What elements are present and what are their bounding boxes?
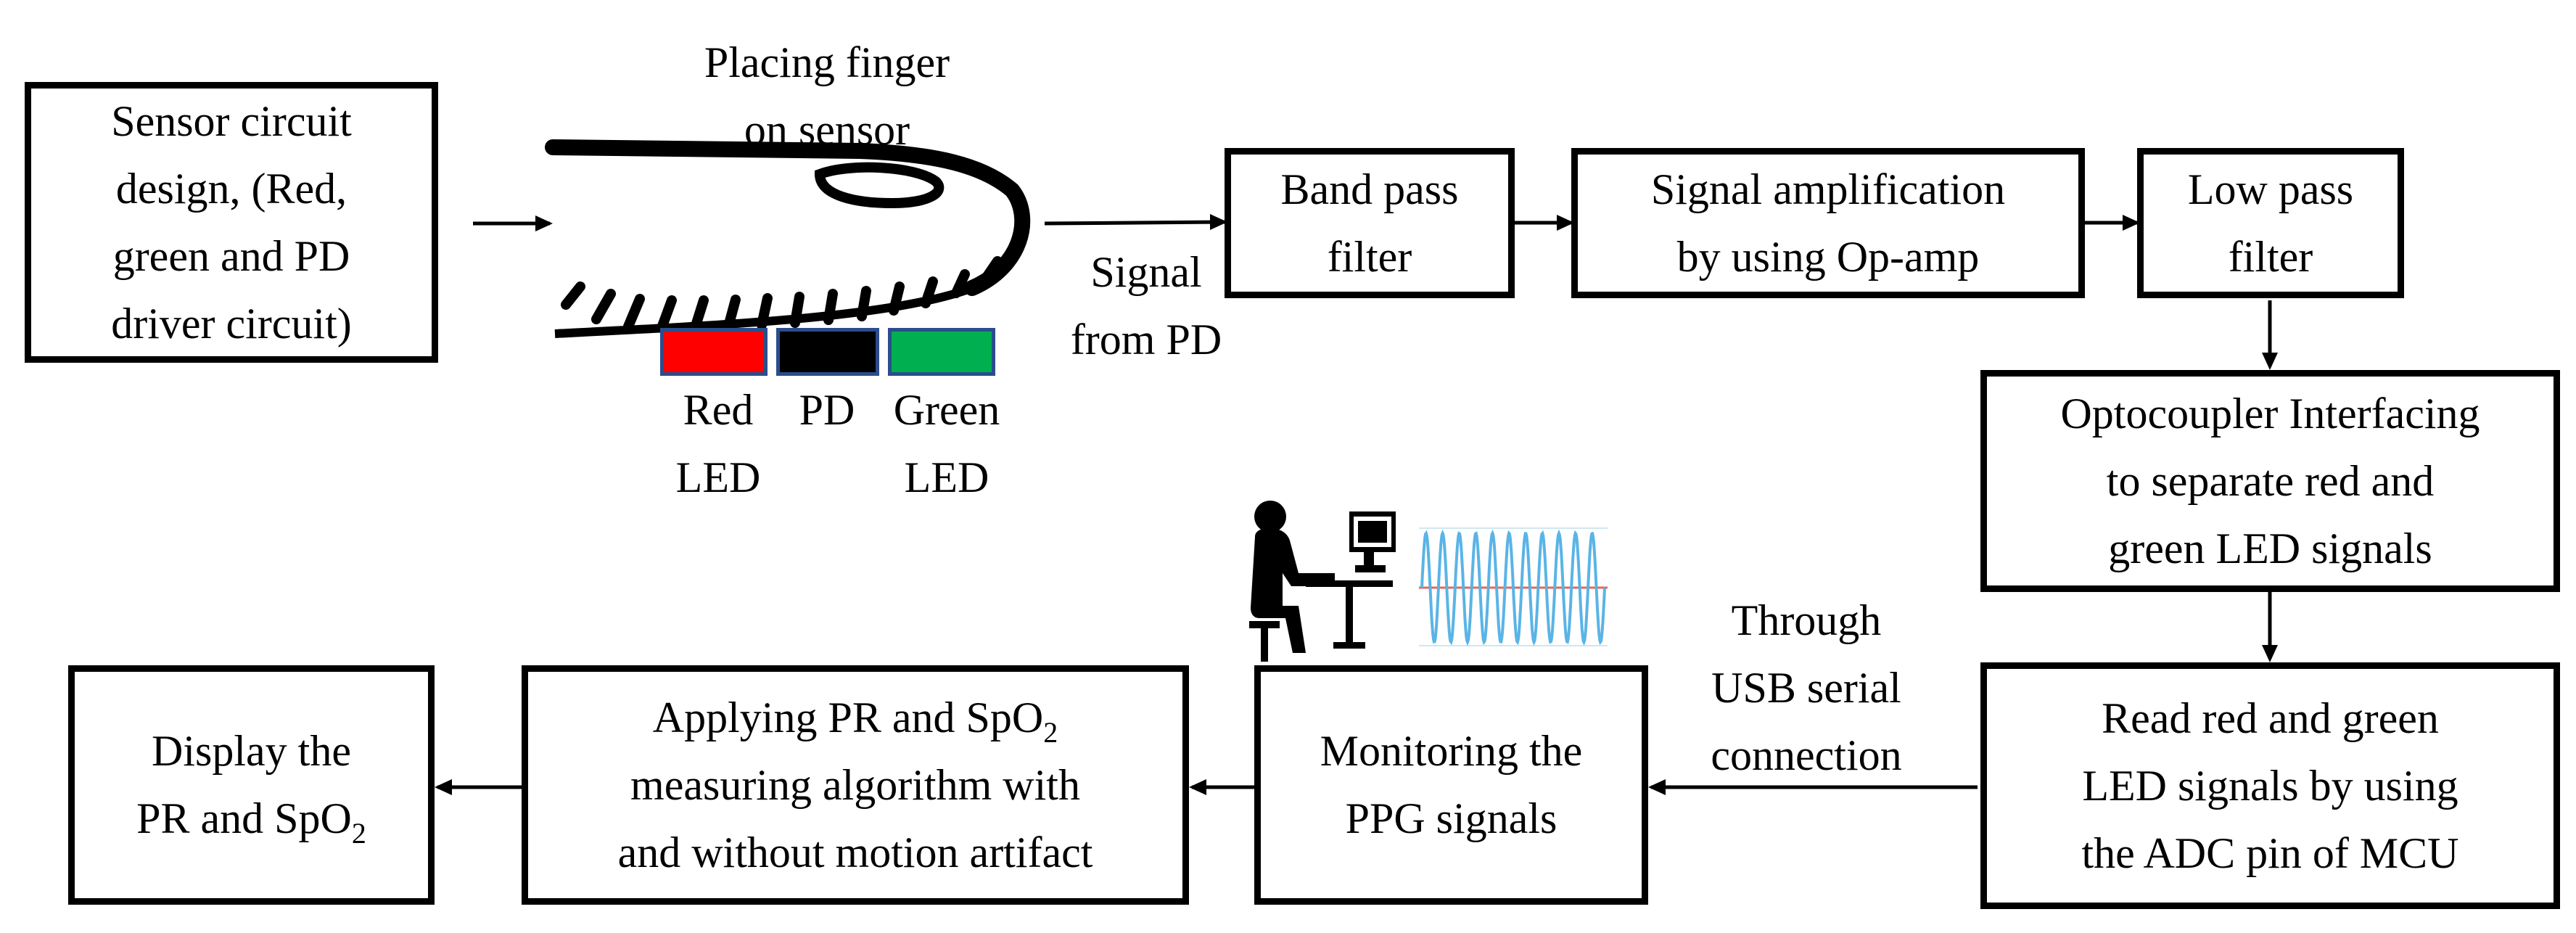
usb-connection-label: Through USB serial connection <box>1711 596 1902 779</box>
signal-from-pd-label: Signal from PD <box>1070 248 1222 363</box>
green-led-swatch <box>888 328 995 376</box>
monitoring-text: Monitoring the PPG signals <box>1320 727 1583 842</box>
band-pass-filter-text: Band pass filter <box>1280 165 1459 281</box>
monitoring-box: Monitoring the PPG signals <box>1254 665 1648 905</box>
algorithm-text: Applying PR and SpO2 measuring algorithm… <box>618 684 1093 887</box>
sensor-design-text: Sensor circuit design, (Red, green and P… <box>111 96 352 348</box>
pd-label: PD <box>799 386 855 434</box>
algorithm-text-rest: measuring algorithm with and without mot… <box>617 760 1093 876</box>
optocoupler-box: Optocoupler Interfacing to separate red … <box>1980 370 2560 592</box>
amplification-box: Signal amplification by using Op-amp <box>1571 148 2085 298</box>
read-signals-box: Read red and green LED signals by using … <box>1980 662 2560 909</box>
algorithm-box: Applying PR and SpO2 measuring algorithm… <box>522 665 1189 905</box>
pd-swatch <box>776 328 879 376</box>
display-subscript: 2 <box>351 817 366 850</box>
green-led-label: Green LED <box>893 386 1000 501</box>
band-pass-filter-box: Band pass filter <box>1225 148 1515 298</box>
display-text: Display the PR and SpO2 <box>136 718 366 852</box>
red-led-label: Red LED <box>675 386 761 501</box>
placing-finger-label: Placing finger on sensor <box>704 38 950 154</box>
read-signals-text: Read red and green LED signals by using … <box>2081 694 2459 877</box>
algorithm-subscript: 2 <box>1043 715 1058 749</box>
low-pass-filter-text: Low pass filter <box>2187 165 2354 281</box>
low-pass-filter-box: Low pass filter <box>2137 148 2404 298</box>
arrow-finger-to-bandpass <box>1044 218 1225 226</box>
display-box: Display the PR and SpO2 <box>68 665 435 905</box>
algorithm-text-prefix: Applying PR and SpO <box>652 693 1044 741</box>
display-text-prefix: Display the PR and SpO <box>136 727 352 842</box>
amplification-text: Signal amplification by using Op-amp <box>1650 165 2006 281</box>
red-led-swatch <box>660 328 768 376</box>
sensor-design-box: Sensor circuit design, (Red, green and P… <box>25 82 438 363</box>
optocoupler-text: Optocoupler Interfacing to separate red … <box>2060 389 2480 572</box>
